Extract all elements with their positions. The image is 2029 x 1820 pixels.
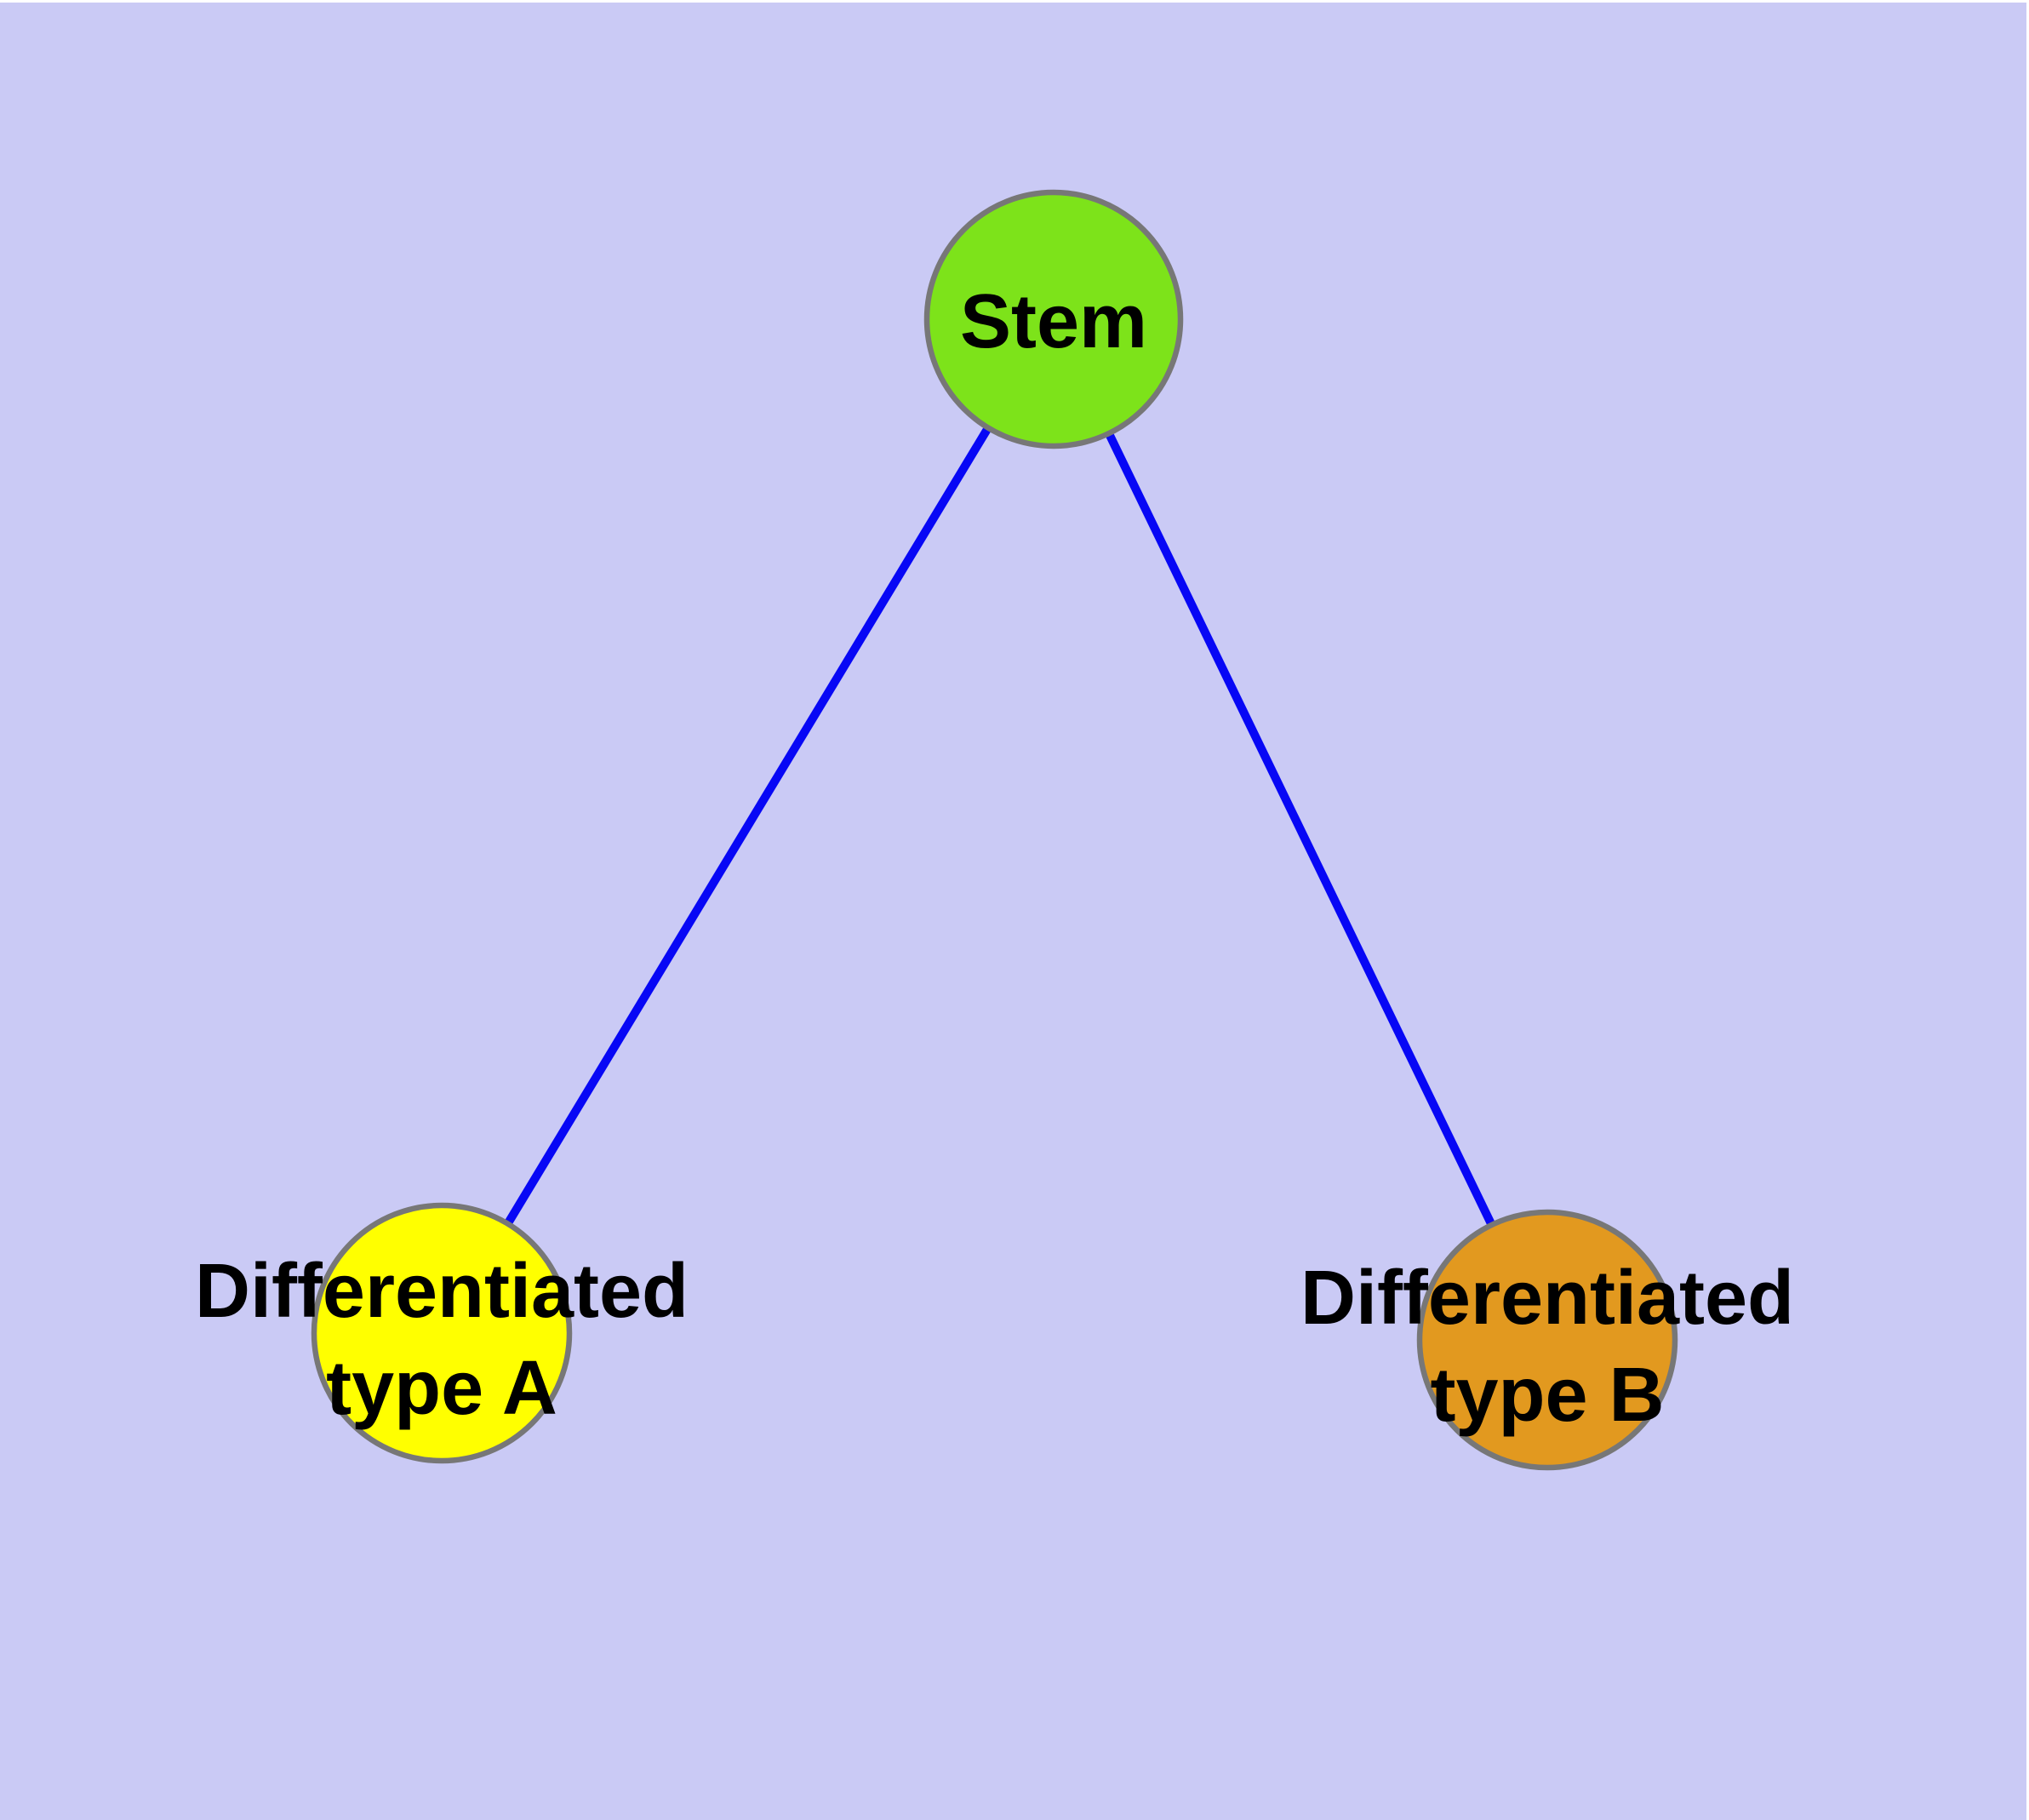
node-differentiated-type-b-label-line1: Differentiated — [1300, 1256, 1794, 1341]
node-differentiated-type-b-circle[interactable] — [1416, 1209, 1678, 1471]
node-differentiated-type-a[interactable]: Differentiated type A — [195, 1202, 689, 1464]
node-differentiated-type-b-label-line2: type B — [1430, 1353, 1664, 1438]
node-stem-label: Stem — [960, 279, 1147, 364]
cell-differentiation-graph: Stem Differentiated type A Differentiate… — [0, 3, 2026, 1820]
node-differentiated-type-b[interactable]: Differentiated type B — [1300, 1209, 1794, 1471]
edge-stem-to-type-a — [437, 317, 1058, 1336]
node-differentiated-type-a-circle[interactable] — [311, 1202, 573, 1464]
edge-stem-to-type-b — [1049, 317, 1552, 1342]
node-differentiated-type-a-label-line2: type A — [326, 1346, 557, 1431]
node-differentiated-type-a-label-line1: Differentiated — [195, 1249, 689, 1334]
node-stem-circle[interactable] — [923, 189, 1184, 449]
node-stem[interactable]: Stem — [923, 189, 1184, 449]
